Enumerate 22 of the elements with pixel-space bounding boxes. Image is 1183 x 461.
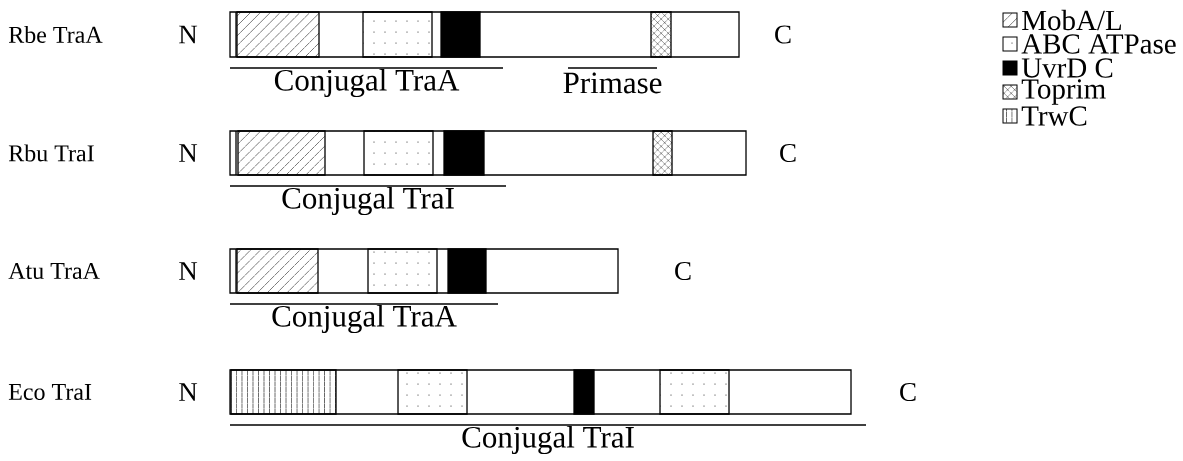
region-label: Conjugal TraA (274, 68, 460, 98)
legend-label: TrwC (1021, 106, 1087, 126)
terminus-label: N (179, 262, 198, 280)
terminus-label: N (179, 144, 198, 162)
terminus-label: C (780, 143, 796, 163)
protein-name: Rbe TraA (8, 26, 103, 43)
region-label: Conjugal TraI (282, 186, 454, 216)
protein-name: Rbu TraI (8, 144, 94, 162)
terminus-label: C (675, 261, 691, 281)
legend-label: MobA/L (1022, 9, 1121, 31)
legend-label: ABC ATPase (1021, 34, 1176, 54)
protein-name: Eco TraI (8, 384, 92, 400)
protein-name: Atu TraA (8, 262, 100, 280)
region-label: Conjugal TraI (462, 425, 634, 455)
legend-label: Toprim (1021, 79, 1106, 105)
terminus-label: N (179, 25, 198, 44)
legend-label: UvrD C (1021, 58, 1113, 78)
region-label: Conjugal TraA (272, 304, 457, 334)
region-label: Primase (563, 72, 662, 94)
terminus-label: C (900, 382, 916, 402)
terminus-label: C (775, 25, 791, 44)
terminus-label: N (179, 383, 198, 401)
